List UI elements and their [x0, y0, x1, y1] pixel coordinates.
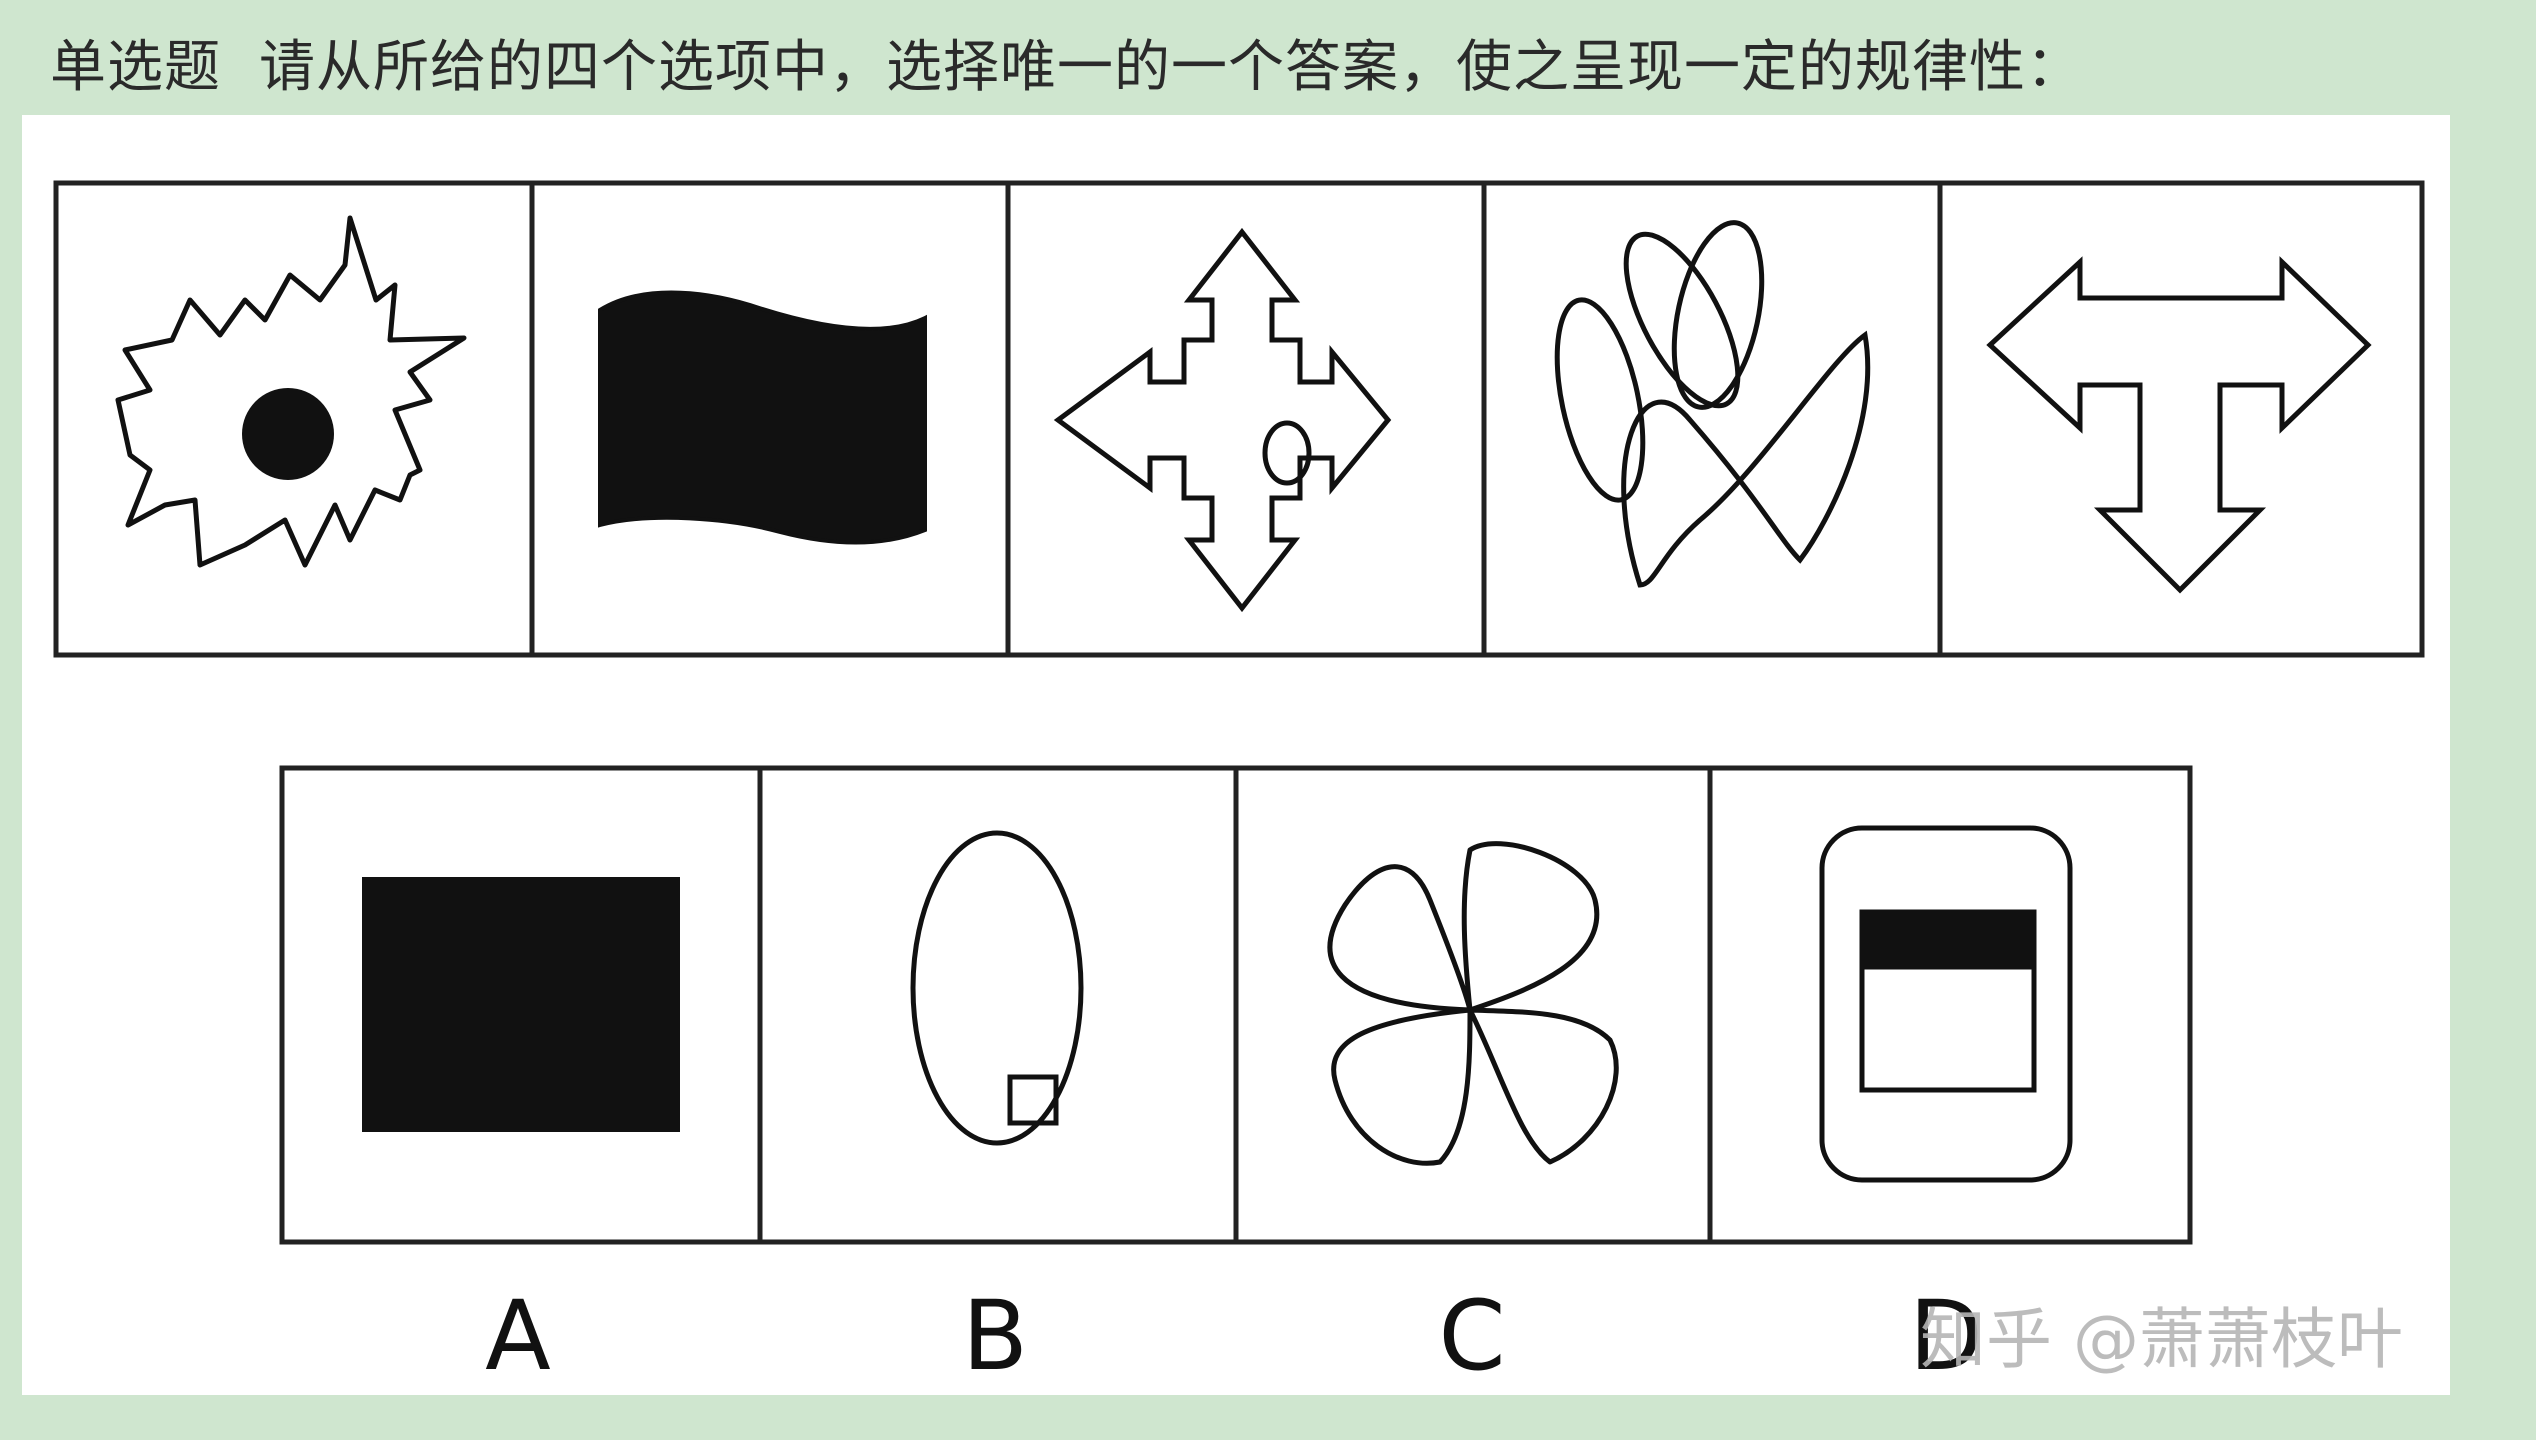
spiky-starburst-icon [115, 215, 467, 568]
option-b-label[interactable]: B [962, 1280, 1028, 1392]
option-d-figure[interactable] [1819, 825, 2073, 1183]
question-prompt: 请从所给的四个选项中，选择唯一的一个答案，使之呈现一定的规律性： [259, 35, 2083, 100]
looped-curves-icon [1554, 220, 1871, 588]
question-text: 单选题请从所给的四个选项中，选择唯一的一个答案，使之呈现一定的规律性： [50, 22, 2083, 103]
option-a-label[interactable]: A [485, 1280, 551, 1392]
option-c-figure[interactable] [1327, 841, 1619, 1166]
black-flag-icon [598, 290, 927, 545]
four-arrow-cross-icon [1053, 227, 1392, 613]
sequence-frame [53, 180, 2425, 658]
option-b-figure[interactable] [910, 830, 1084, 1146]
option-d-label[interactable]: D [1909, 1280, 1983, 1392]
option-c-label[interactable]: C [1438, 1280, 1506, 1392]
zhihu-watermark: 知乎 @萧萧枝叶 [1920, 1301, 2403, 1378]
option-a-figure[interactable] [362, 877, 680, 1132]
question-type: 单选题 [50, 35, 221, 100]
t-arrow-icon [1986, 256, 2372, 594]
